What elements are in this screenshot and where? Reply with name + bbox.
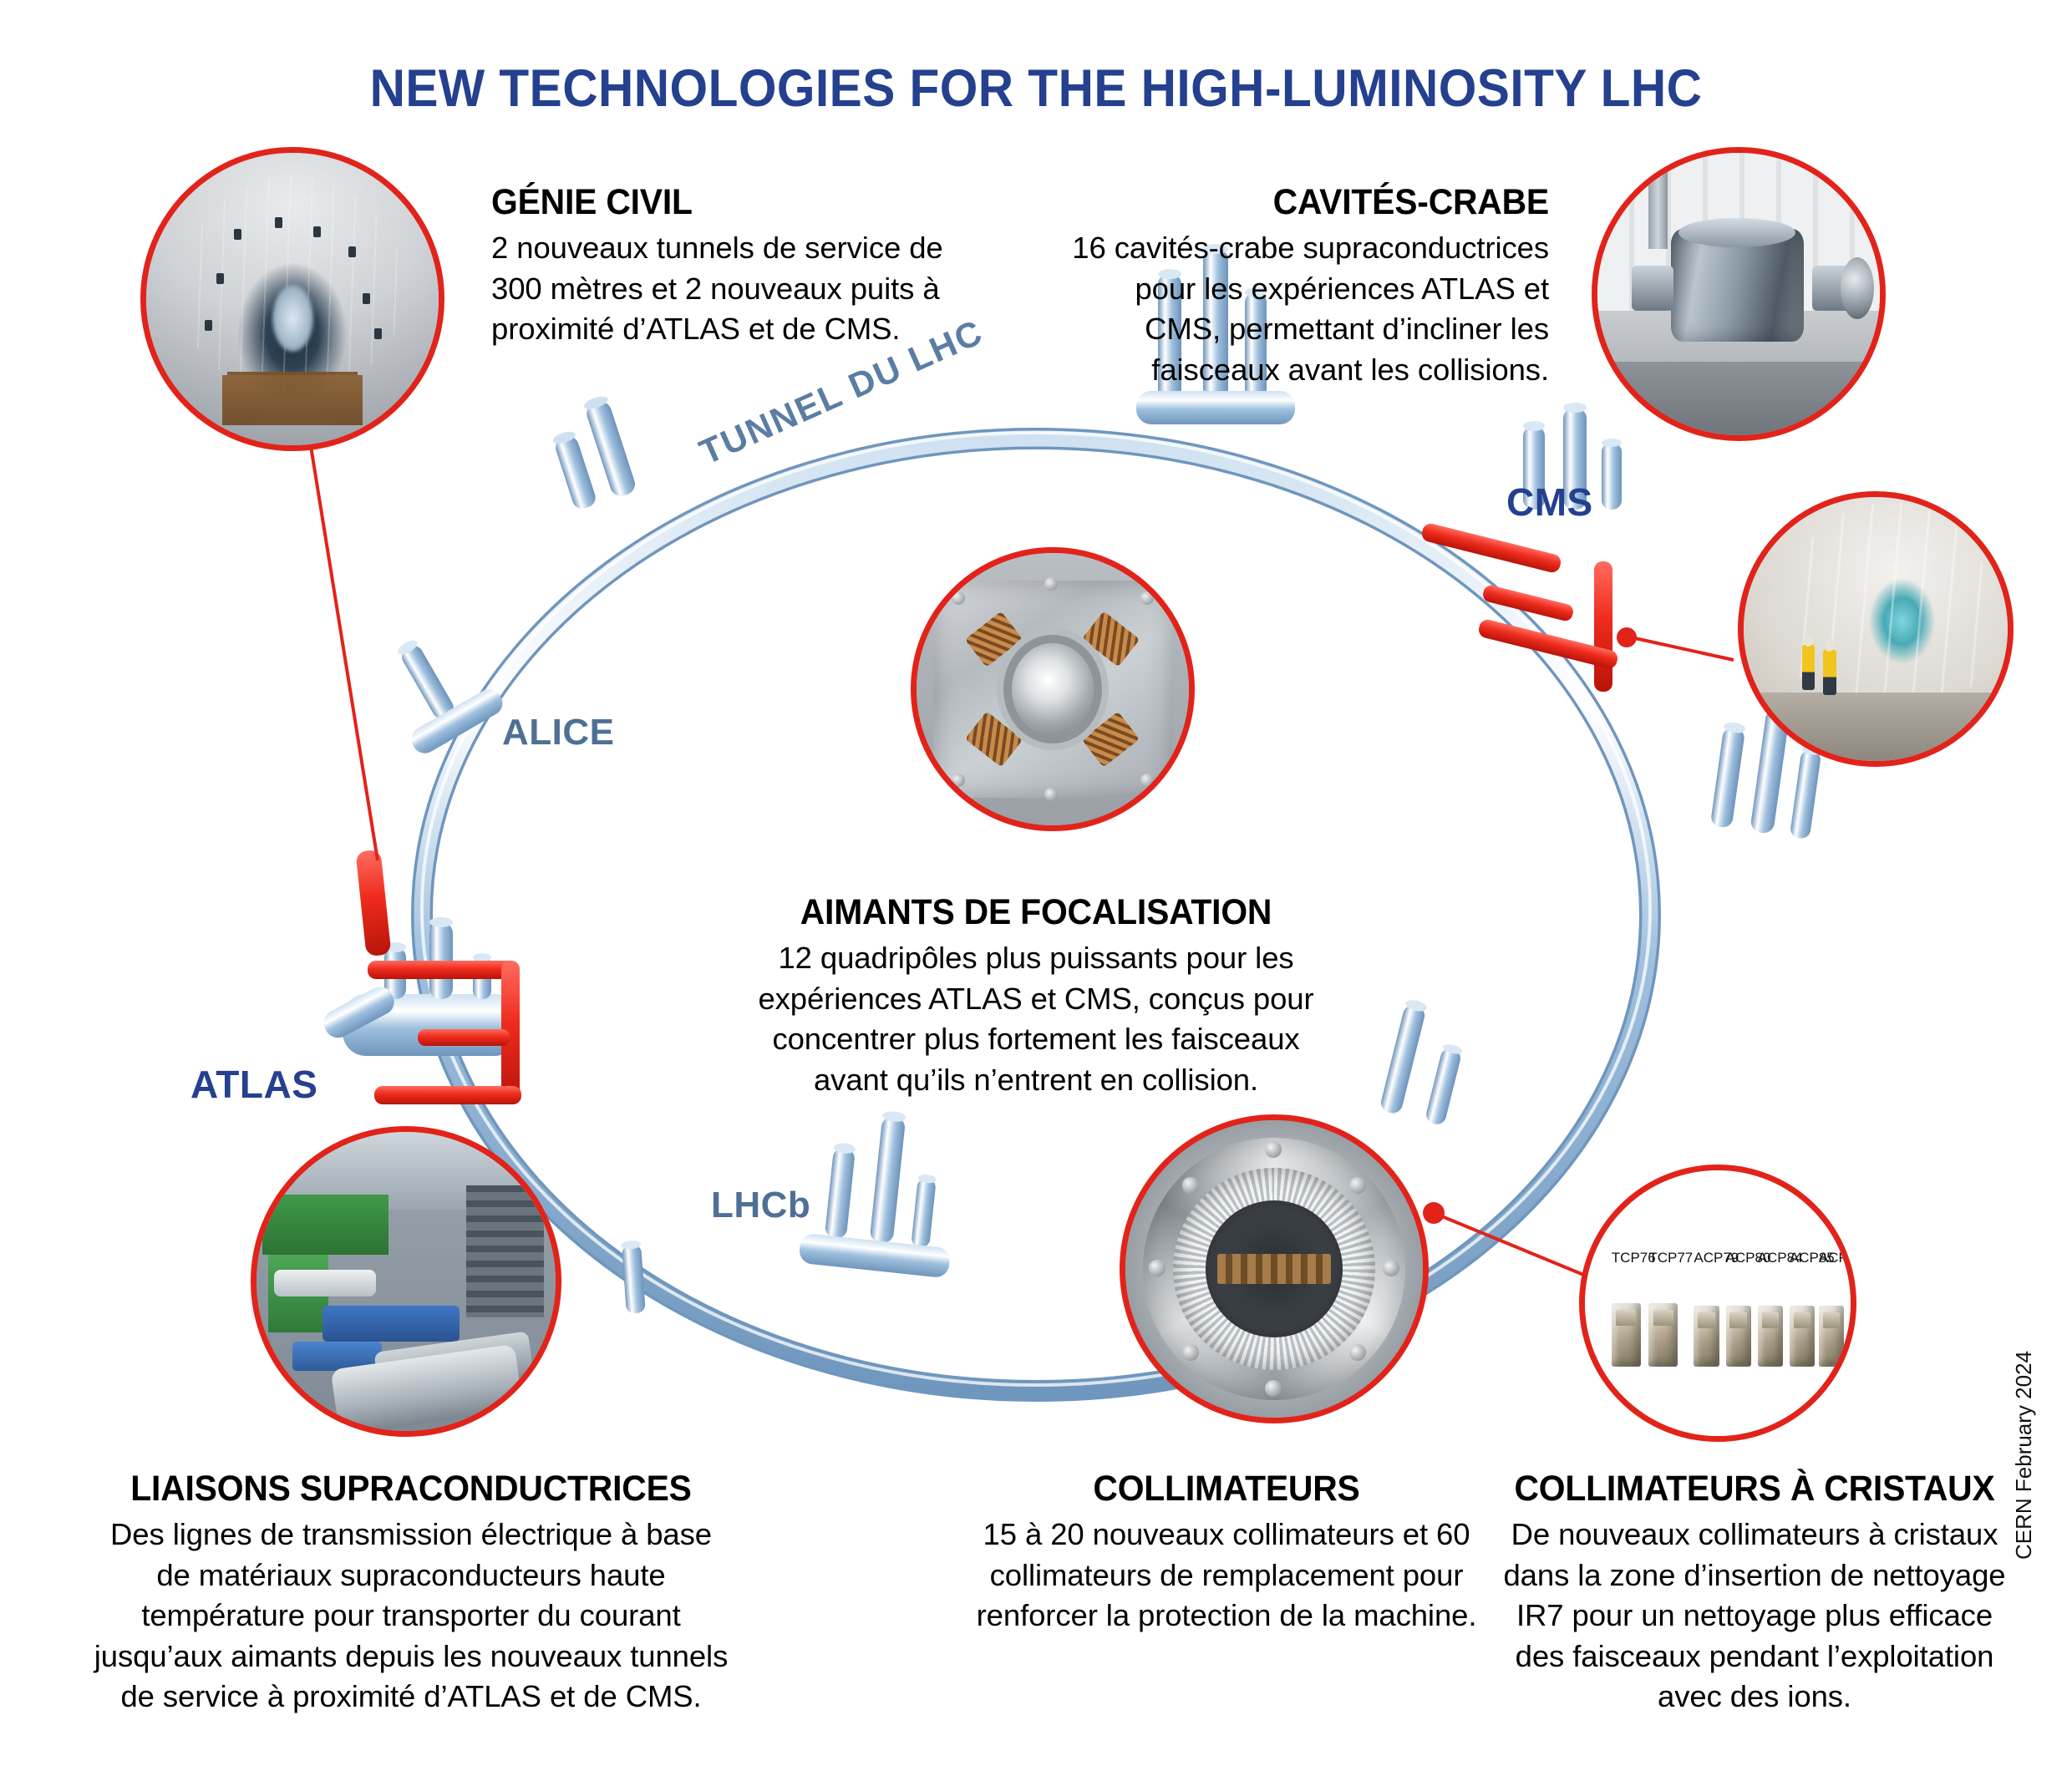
leader-crystal (1433, 1211, 1592, 1280)
callout-body: 15 à 20 nouveaux collimateurs et 60 coll… (976, 1517, 1477, 1633)
crystal-part-label: ACP84 (1757, 1250, 1803, 1266)
callout-collimateurs: COLLIMATEURS 15 à 20 nouveaux collimateu… (976, 1469, 1477, 1636)
crystal-part-label: TCP76 (1611, 1250, 1656, 1266)
callout-aimants-de-focalisation: AIMANTS DE FOCALISATION 12 quadripôles p… (752, 892, 1320, 1100)
callout-heading: CAVITÉS-CRABE (1272, 182, 1550, 222)
crystal-part-label: TCP77 (1648, 1250, 1694, 1266)
ring-label-atlas: ATLAS (190, 1063, 318, 1106)
credit-line: CERN February 2024 (2011, 1351, 2036, 1560)
callout-heading: GÉNIE CIVIL (491, 182, 693, 222)
photo-cms-new-tunnel (1738, 491, 2014, 767)
leader-genie (309, 445, 379, 861)
lhc-ring-path (411, 428, 1661, 1402)
crystal-part-label: ACP85 (1789, 1250, 1835, 1266)
photo-civil-engineering-cavern (140, 147, 444, 451)
callout-genie-civil: GÉNIE CIVIL 2 nouveaux tunnels de servic… (491, 182, 967, 350)
leader-lines (309, 445, 1734, 1280)
photo-collimator (1120, 1114, 1429, 1423)
photo-crab-cavity (1592, 147, 1886, 441)
ring-shafts (323, 244, 1822, 1314)
callout-heading: AIMANTS DE FOCALISATION (800, 892, 1272, 932)
page-title: NEW TECHNOLOGIES FOR THE HIGH-LUMINOSITY… (369, 59, 1703, 118)
callout-heading: LIAISONS SUPRACONDUCTRICES (130, 1469, 692, 1509)
callout-heading: COLLIMATEURS (1093, 1469, 1360, 1509)
crystal-part-label: ACP86 (1818, 1250, 1856, 1266)
ring-label-lhcb: LHCb (711, 1185, 811, 1225)
new-service-tunnels-red (356, 523, 1618, 1104)
callout-cavites-crabe: CAVITÉS-CRABE 16 cavités-crabe supracond… (1054, 182, 1549, 390)
callout-liaisons-supraconductrices: LIAISONS SUPRACONDUCTRICES Des lignes de… (90, 1469, 732, 1718)
ring-marker-cms (1617, 627, 1637, 647)
ring-label-cms: CMS (1506, 480, 1593, 524)
callout-body: 12 quadripôles plus puissants pour les e… (758, 941, 1314, 1097)
callout-body: 16 cavités-crabe supraconductrices pour … (1072, 231, 1549, 387)
crystal-part-label: ACP80 (1725, 1250, 1771, 1266)
ring-label-alice: ALICE (502, 712, 615, 753)
photo-crystal-collimators: TCP76 TCP77 ACP79 ACP80 ACP84 ACP85 ACP8… (1579, 1165, 1856, 1442)
callout-collimateurs-a-cristaux: COLLIMATEURS À CRISTAUX De nouveaux coll… (1496, 1469, 2014, 1718)
callout-body: De nouveaux collimateurs à cristaux dans… (1503, 1517, 2006, 1714)
leader-cms-tunnel (1627, 635, 1734, 662)
callout-heading: COLLIMATEURS À CRISTAUX (1514, 1469, 1995, 1509)
crystal-part-label: ACP79 (1694, 1250, 1739, 1266)
photo-superconducting-links (251, 1126, 561, 1437)
photo-focusing-magnet-cross-section (911, 547, 1195, 831)
callout-body: 2 nouveaux tunnels de service de 300 mèt… (491, 231, 943, 347)
ring-marker-collimator (1423, 1202, 1445, 1224)
callout-body: Des lignes de transmission électrique à … (94, 1517, 729, 1714)
